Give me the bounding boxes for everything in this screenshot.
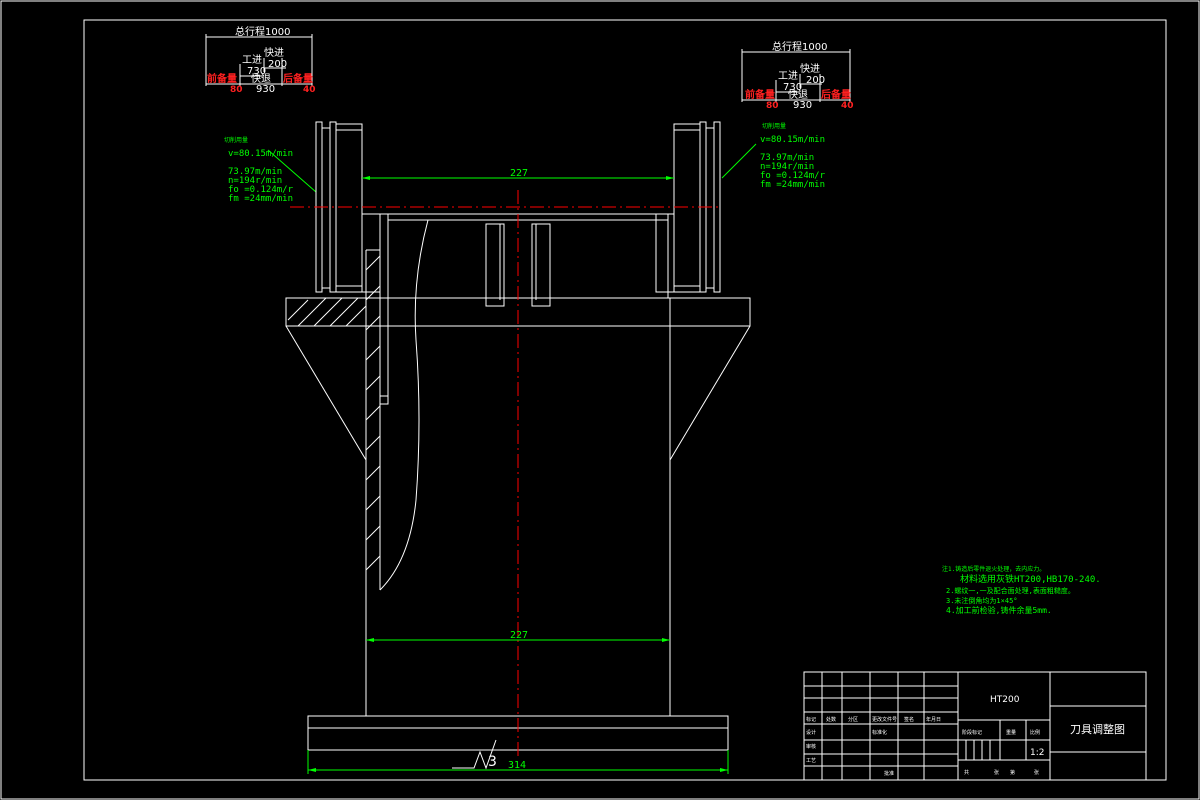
cutting-right-heading: 切削用量 xyxy=(762,122,786,130)
dimension-base: 314 xyxy=(307,750,729,774)
dimension-lower: 227 xyxy=(366,630,670,642)
leader-line-right xyxy=(721,143,757,179)
tb-label-design: 设计 xyxy=(806,729,816,736)
tb-label-date: 年月日 xyxy=(926,716,941,723)
section-hatching xyxy=(287,255,381,571)
travel-right-rear-value: 40 xyxy=(841,101,854,111)
travel-left-rear-label: 后备量 xyxy=(283,72,313,85)
leader-line-left xyxy=(267,149,317,193)
tb-label-sign: 签名 xyxy=(904,716,914,723)
travel-left-fast-feed-value: 200 xyxy=(268,59,287,70)
tb-label-zone: 分区 xyxy=(848,716,858,723)
travel-left-front-value: 80 xyxy=(230,85,243,95)
tb-sheet-unit-2: 张 xyxy=(1034,769,1039,776)
tb-label-scale: 比例 xyxy=(1030,729,1040,736)
travel-left-fast-return-value: 930 xyxy=(256,84,275,95)
travel-right-front-label: 前备量 xyxy=(745,88,775,101)
travel-right-fast-return-label: 快退 xyxy=(788,89,808,101)
cutting-left-line-1: v=80.15m/min xyxy=(228,149,293,159)
cutting-params-right: 切削用量 v=80.15m/min 73.97m/min n=194r/min … xyxy=(721,122,826,190)
roughness-symbol: 3 xyxy=(452,739,497,770)
travel-left-fast-return-label: 快退 xyxy=(251,73,271,85)
drawing-frame xyxy=(83,19,1167,781)
tb-label-stage: 阶段标记 xyxy=(962,729,982,736)
tb-label-review: 审核 xyxy=(806,743,816,750)
travel-left-total: 总行程1000 xyxy=(235,25,290,38)
title-drawing-name: 刀具调整图 xyxy=(1070,722,1125,736)
travel-left-work-feed-label: 工进 xyxy=(242,54,262,66)
title-block: HT200 刀具调整图 1:2 标记 处数 分区 更改文件号 签名 年月日 设计… xyxy=(803,671,1147,781)
cutting-left-line-2: 73.97m/min xyxy=(228,167,282,177)
travel-left-rear-value: 40 xyxy=(303,85,316,95)
tb-label-mark: 标记 xyxy=(806,716,816,723)
tb-label-weight: 重量 xyxy=(1006,729,1016,736)
cutting-params-left: 切削用量 v=80.15m/min 73.97m/min n=194r/min … xyxy=(224,136,317,204)
cutting-right-line-2: 73.97m/min xyxy=(760,153,814,163)
part-outline xyxy=(285,121,751,751)
title-material: HT200 xyxy=(990,695,1020,705)
cutting-left-line-4: fo =0.124m/r xyxy=(228,185,294,195)
note-line-1: 注1.铸造后零件退火处理，去内应力。 xyxy=(942,565,1045,573)
cutting-left-line-5: fm =24mm/min xyxy=(228,194,293,204)
tb-label-approve: 批准 xyxy=(884,770,894,777)
travel-left-work-feed-value: 730 xyxy=(247,66,266,77)
travel-right-fast-feed-value: 200 xyxy=(806,75,825,86)
title-scale: 1:2 xyxy=(1030,748,1044,758)
note-line-2: 材料选用灰铁HT200,HB170-240. xyxy=(960,573,1101,585)
travel-right-front-value: 80 xyxy=(766,101,779,111)
cutting-left-line-3: n=194r/min xyxy=(228,176,282,186)
note-line-4: 3.未注倒角均为1×45° xyxy=(946,596,1018,605)
note-line-3: 2.螺纹一,一及配合面处理,表面粗糙度。 xyxy=(946,586,1075,595)
tb-sheet-no: 第 xyxy=(1010,769,1015,776)
cutting-right-line-1: v=80.15m/min xyxy=(760,135,825,145)
travel-diagram-left: 总行程1000 快进 200 工进 730 快退 930 前备量 80 后备量 … xyxy=(205,25,316,95)
roughness-value: 3 xyxy=(488,754,497,770)
tb-label-process: 工艺 xyxy=(806,758,816,764)
dimension-lower-value: 227 xyxy=(510,630,528,641)
dimension-base-value: 314 xyxy=(508,760,526,771)
cutting-right-line-3: n=194r/min xyxy=(760,162,814,172)
travel-diagram-right: 总行程1000 快进 200 工进 730 快退 930 前备量 80 后备量 … xyxy=(741,40,854,111)
note-line-5: 4.加工前检验,铸件余量5mm. xyxy=(946,605,1052,615)
tb-label-count: 处数 xyxy=(826,716,836,723)
dimension-top: 227 xyxy=(362,168,674,180)
cutting-right-line-5: fm =24mm/min xyxy=(760,180,825,190)
cutting-right-line-4: fo =0.124m/r xyxy=(760,171,826,181)
travel-right-work-feed-value: 730 xyxy=(783,82,802,93)
dimension-top-value: 227 xyxy=(510,168,528,179)
tb-sheet-total: 共 xyxy=(964,769,969,776)
travel-right-total: 总行程1000 xyxy=(772,40,827,53)
cutting-left-heading: 切削用量 xyxy=(224,136,248,144)
tb-label-standard: 标准化 xyxy=(872,729,887,736)
travel-left-fast-feed-label: 快进 xyxy=(264,47,284,59)
travel-right-fast-return-value: 930 xyxy=(793,100,812,111)
tb-sheet-unit: 张 xyxy=(994,769,999,776)
tb-label-change: 更改文件号 xyxy=(872,716,897,723)
travel-left-front-label: 前备量 xyxy=(207,72,237,85)
travel-right-work-feed-label: 工进 xyxy=(778,70,798,82)
technical-notes: 注1.铸造后零件退火处理，去内应力。 材料选用灰铁HT200,HB170-240… xyxy=(942,565,1101,615)
travel-right-rear-label: 后备量 xyxy=(821,88,851,101)
travel-right-fast-feed-label: 快进 xyxy=(800,63,820,75)
